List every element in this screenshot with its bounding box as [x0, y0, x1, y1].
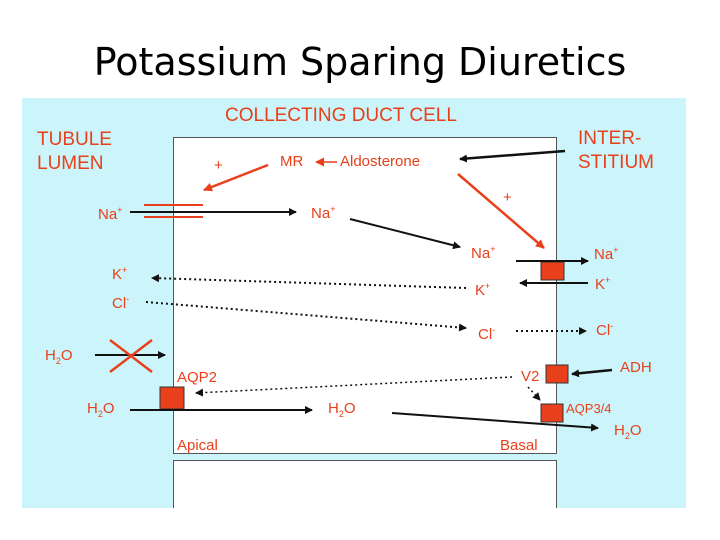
- cell-title: COLLECTING DUCT CELL: [225, 105, 457, 126]
- v2-receptor: [545, 364, 569, 384]
- h2o-lumen: H2O: [87, 400, 115, 419]
- mr-basal-arrow: [457, 173, 545, 249]
- inter-label: INTER-: [578, 128, 642, 149]
- mr-apical-arrow: [203, 163, 269, 192]
- k-lumen: K+: [112, 265, 128, 283]
- na-basal-inner: Na+: [471, 244, 496, 262]
- apical-label: Apical: [177, 437, 218, 454]
- cl-cell: Cl-: [478, 325, 496, 343]
- cl-interstitium: Cl-: [596, 321, 614, 339]
- slide-title: Potassium Sparing Diuretics: [93, 40, 627, 84]
- v2-label: V2: [521, 368, 540, 385]
- k-interstitium: K+: [595, 275, 611, 293]
- collecting-duct-cell: [173, 137, 557, 454]
- k-secretion-arrow: [151, 274, 467, 289]
- aldosterone-label: Aldosterone: [340, 153, 421, 170]
- adh-label: ADH: [620, 359, 652, 376]
- stitium-label: STITIUM: [578, 152, 654, 173]
- mr-label: MR: [280, 153, 304, 170]
- aqp2-channel: [159, 386, 185, 410]
- h2o-cell: H2O: [328, 400, 356, 419]
- h2o-interstitium: H2O: [614, 422, 642, 441]
- aqp34-channel: [540, 403, 564, 423]
- na-lumen: Na+: [98, 205, 123, 223]
- adjacent-cell: [173, 460, 557, 508]
- tubule-label: TUBULE: [37, 129, 112, 150]
- basal-label: Basal: [500, 437, 538, 454]
- plus-sign-apical: +: [214, 157, 223, 174]
- adh-arrow: [571, 368, 613, 378]
- h2o-lumen-blocked: H2O: [45, 347, 73, 366]
- na-cell-arrow: [349, 218, 461, 250]
- aldosterone-entry-arrow: [459, 149, 566, 163]
- block-cross-b: [109, 339, 153, 373]
- v2-to-aqp2-arrow: [195, 376, 513, 397]
- cl-lumen: Cl-: [112, 294, 130, 312]
- lumen-label: LUMEN: [37, 153, 104, 174]
- na-interstitium: Na+: [594, 245, 619, 263]
- v2-to-aqp34-arrow: [527, 386, 541, 401]
- aqp34-label: AQP3/4: [566, 401, 612, 416]
- cl-absorption-arrow: [145, 301, 467, 332]
- na-k-pump: [540, 261, 565, 281]
- h2o-basal-arrow: [391, 412, 599, 432]
- plus-sign-basal: +: [503, 189, 512, 206]
- k-cell: K+: [475, 281, 491, 299]
- aqp2-label: AQP2: [177, 369, 218, 386]
- na-cell: Na+: [311, 204, 336, 222]
